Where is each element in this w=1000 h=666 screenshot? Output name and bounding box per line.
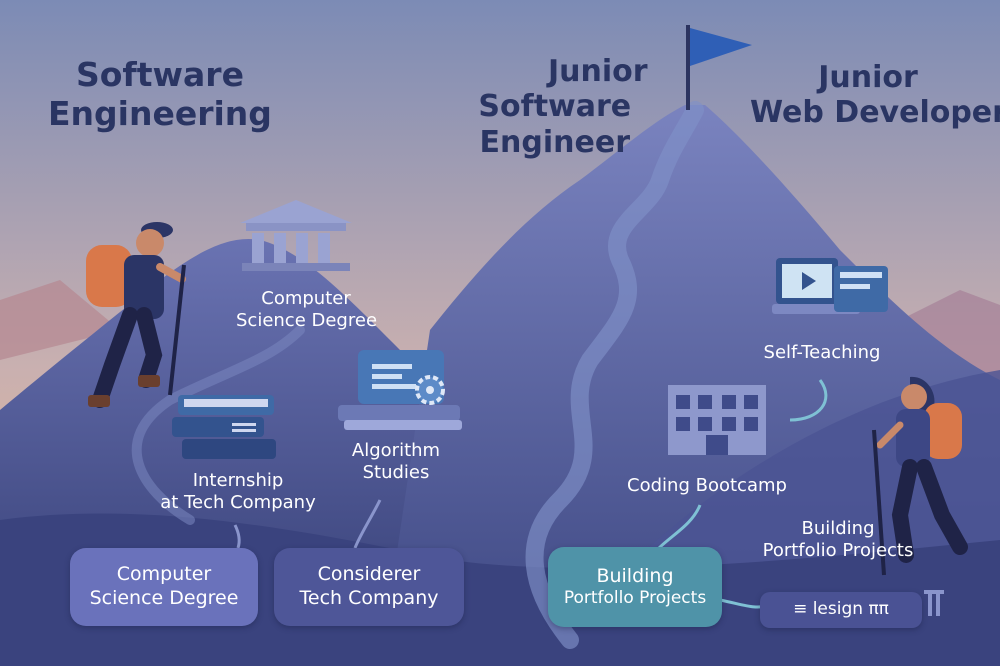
label-computer-science-degree: Computer Science Degree xyxy=(236,288,378,331)
book-stack-icon xyxy=(172,395,276,459)
hiker-right-icon xyxy=(872,376,968,576)
title-junior-web-developer: Junior Web Developer xyxy=(750,60,1000,131)
label-internship: Internship at Tech Company xyxy=(160,470,316,513)
connector-internship xyxy=(233,524,241,549)
summit-flag-icon xyxy=(686,25,752,110)
label-algorithm-studies: Algorithm Studies xyxy=(351,440,441,483)
left-trail xyxy=(131,325,305,525)
card-building-portfolio-projects: Building Portfollo Projects xyxy=(548,547,722,627)
distant-mountain-left xyxy=(0,280,120,360)
card-computer-science-degree: Computer Science Degree xyxy=(70,548,258,626)
office-building-icon xyxy=(668,385,766,455)
label-building-portfolio-projects: Building Portfolio Projects xyxy=(762,518,914,561)
connector-self-teaching xyxy=(789,379,828,422)
title-software-engineering: Software Engineering xyxy=(48,55,272,133)
connector-algorithm xyxy=(353,499,382,549)
title-junior-software-engineer: Junior Software Engineer xyxy=(478,54,648,160)
hiker-left-icon xyxy=(86,222,186,408)
card-considerer-tech-company: Considerer Tech Company xyxy=(274,548,464,626)
tool-icon xyxy=(924,590,944,616)
label-coding-bootcamp: Coding Bootcamp xyxy=(627,475,787,496)
university-building-icon xyxy=(240,200,352,271)
card-design: ≡ lesign ππ xyxy=(760,592,922,628)
label-self-teaching: Self-Teaching xyxy=(763,342,881,363)
summit-trail xyxy=(525,101,704,649)
code-gear-icon xyxy=(338,350,462,430)
laptop-video-icon xyxy=(772,258,888,314)
